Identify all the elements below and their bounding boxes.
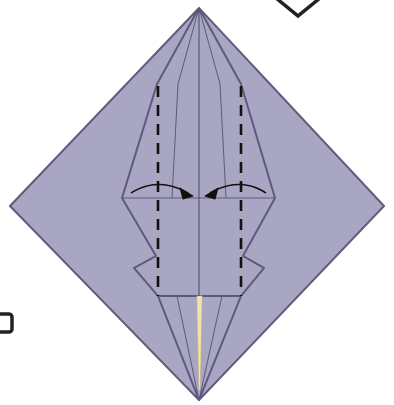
diamond-marker-icon: [275, 0, 321, 19]
inner-paper-strip: [196, 295, 203, 391]
lower-flap-right-edge: [198, 295, 242, 401]
lower-flap-left-edge: [157, 295, 200, 401]
inner-crease-left: [171, 7, 200, 199]
square-marker-icon: [0, 312, 14, 334]
fold-arrow-left: [130, 183, 194, 200]
inner-crease-right: [198, 7, 227, 199]
lower-flap-inner-left: [176, 295, 200, 401]
fold-arrow-right: [204, 183, 267, 200]
lower-flap-inner-right: [198, 295, 223, 401]
